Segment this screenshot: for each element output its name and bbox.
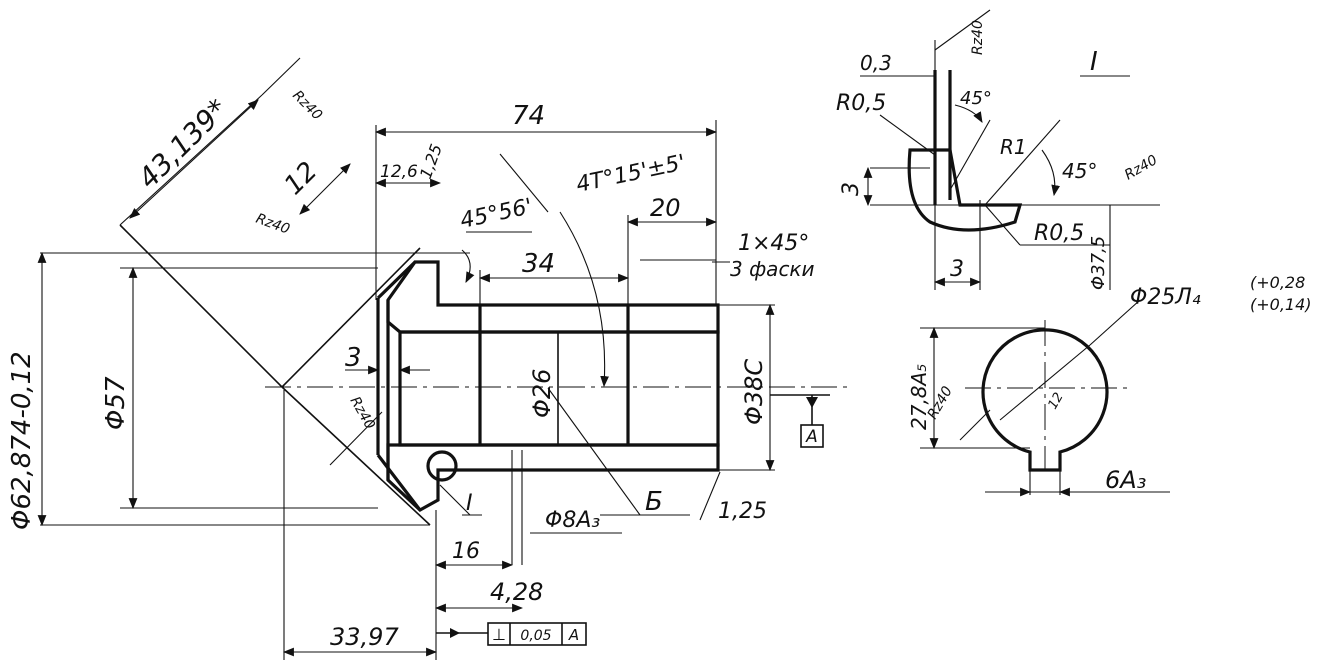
section-view: Φ25Л₄ (+0,28 (+0,14) 27,8A₅ Rz40 12 6A₃	[907, 273, 1312, 497]
detail-d-0-3: 0,3	[860, 51, 892, 75]
detail-title: I	[1090, 47, 1098, 77]
datum-a-box	[800, 424, 824, 448]
roughness-left-face: Rz40	[254, 211, 292, 238]
dim-dia-57: Φ57	[101, 376, 131, 430]
tolerance-value: 0,05	[520, 628, 551, 644]
dim-1-25-top: 1,25	[416, 141, 446, 181]
detail-r-1: R1	[1000, 135, 1027, 159]
dim-12: 12	[279, 156, 324, 201]
tolerance-symbol: ⊥	[492, 625, 506, 644]
dim-34: 34	[522, 249, 555, 279]
dim-1-25-bottom: 1,25	[718, 499, 767, 524]
section-tol-lower: (+0,14)	[1250, 295, 1312, 314]
detail-d-3-horizontal: 3	[950, 257, 964, 282]
dim-20: 20	[650, 194, 681, 222]
dim-dia-8: Φ8A₃	[545, 508, 600, 533]
detail-angle-top: 45°	[960, 88, 992, 109]
dim-cone: 43,139*	[132, 92, 235, 195]
dim-16: 16	[452, 539, 480, 564]
section-outline	[981, 328, 1109, 472]
detail-r-0-5-top: R0,5	[836, 91, 886, 116]
section-d-27-8: 27,8A₅	[907, 364, 931, 430]
dim-chamfer: 1×45°	[738, 231, 809, 256]
main-view: A ⊥ 0,05 A 74 12,6 1,25 45°56' 43,139* 1…	[7, 57, 850, 660]
dim-45-56: 45°56'	[458, 194, 535, 234]
section-tol-upper: (+0,28	[1250, 273, 1305, 292]
detail-hatch	[907, 148, 1023, 232]
detail-roughness-top: Rz40	[970, 20, 986, 55]
detail-r-0-5-bottom: R0,5	[1034, 221, 1084, 246]
datum-a-label: A	[805, 427, 818, 447]
dim-dia-26: Φ26	[528, 369, 556, 418]
hatched-wall-bottom	[386, 443, 720, 512]
dim-overall-length: 74	[512, 101, 545, 131]
dim-12-6: 12,6	[380, 162, 418, 182]
dim-dia-38: Φ38C	[740, 359, 768, 425]
dim-section-b: Б	[645, 487, 663, 517]
tolerance-datum: A	[568, 626, 579, 644]
detail-dia-37-5: Φ37,5	[1088, 236, 1109, 290]
dim-dia-62: Φ62,874-0,12	[7, 351, 37, 530]
roughness-bottom-face: Rz40	[347, 394, 378, 432]
dim-33-97: 33,97	[330, 623, 399, 651]
detail-d-3-vertical: 3	[839, 182, 864, 196]
dim-taper: 4T°15'±5'	[574, 150, 688, 198]
dim-4-28: 4,28	[490, 578, 543, 606]
dim-chamfer-note: 3 фаски	[730, 257, 815, 281]
section-d-6: 6A₃	[1105, 466, 1146, 494]
detail-angle-right: 45°	[1062, 159, 1097, 183]
view-ref-label: I	[466, 491, 473, 516]
section-d-12: 12	[1045, 390, 1066, 412]
detail-view-i: I 0,3 Rz40 R0,5 45° R1 45° Rz40 3 3 R0,5…	[836, 9, 1160, 290]
roughness-cone-face: Rz40	[289, 88, 325, 124]
detail-roughness-right: Rz40	[1122, 152, 1160, 183]
section-dia-25: Φ25Л₄	[1130, 285, 1201, 310]
dim-3-left: 3	[345, 343, 362, 373]
